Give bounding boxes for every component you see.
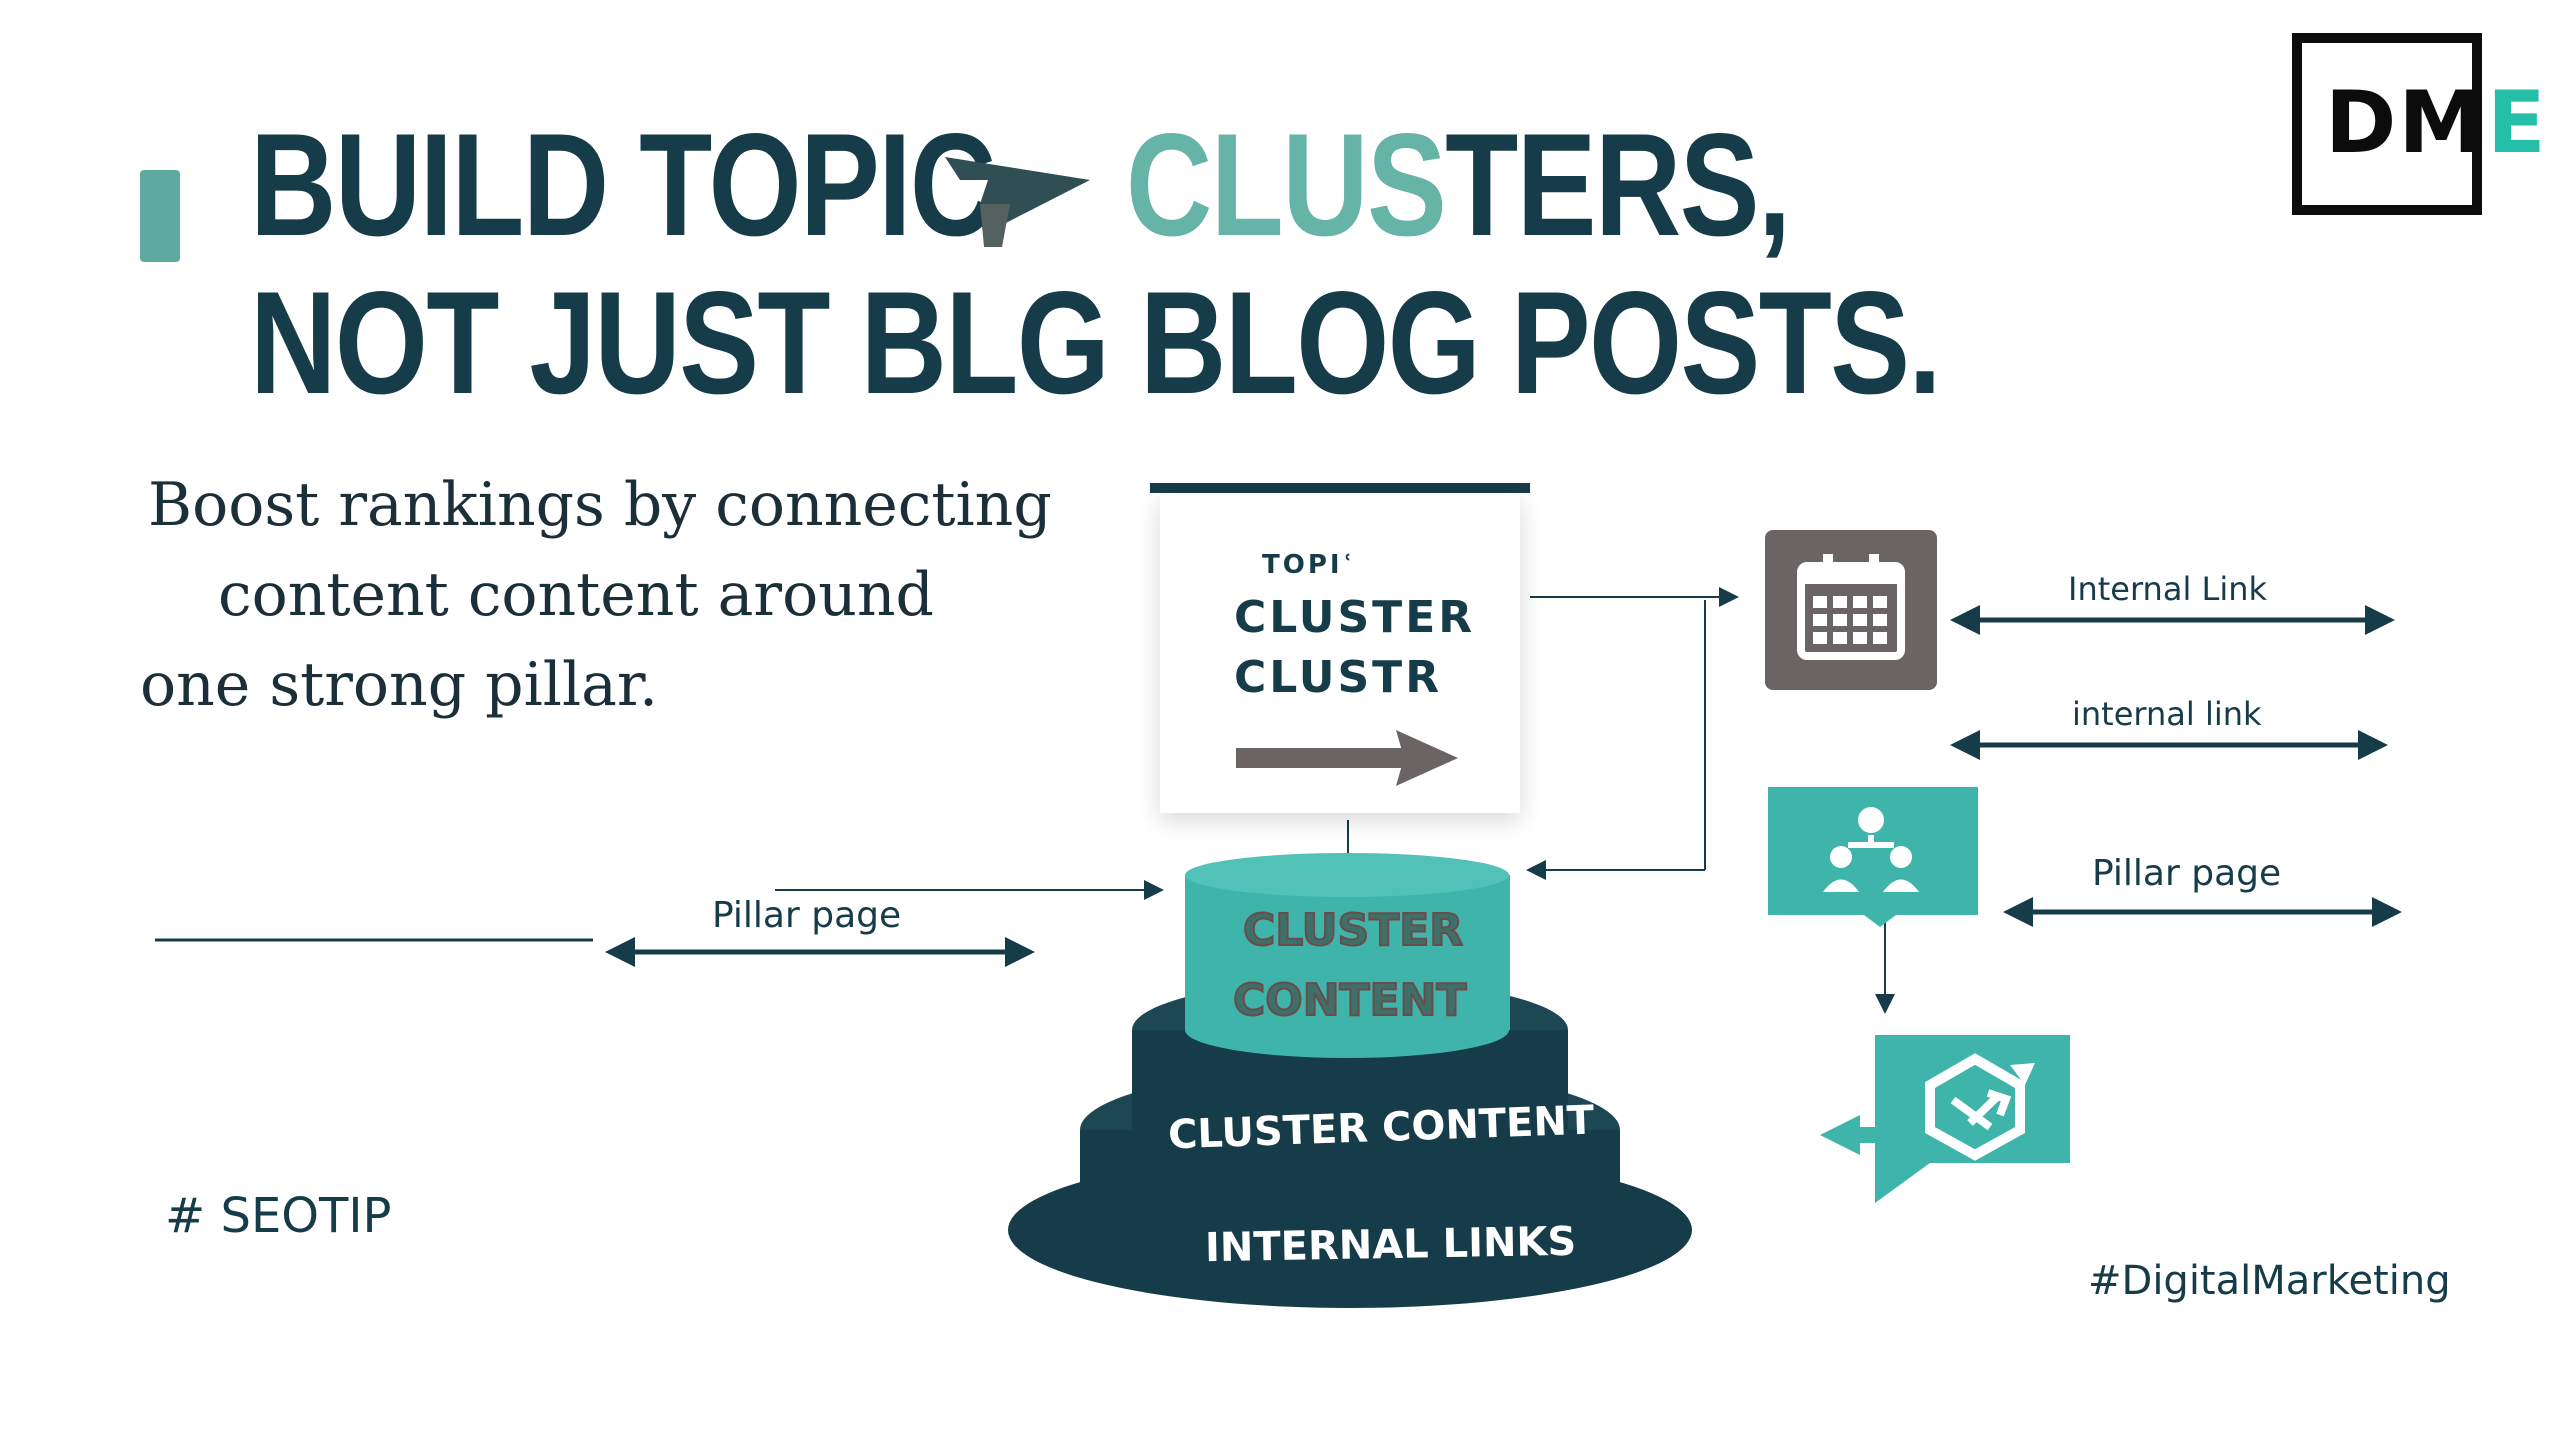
topic-card-small-label: TOPIʿ (1262, 550, 1356, 580)
headline-part-1: BUILD TOPIC (250, 103, 996, 266)
calendar-icon (1765, 530, 1937, 690)
refresh-share-icon (1820, 1035, 2070, 1203)
content-stack (1008, 853, 1692, 1308)
logo-accent-letter: E (2487, 73, 2546, 173)
headline-part-2: CLUS (1125, 103, 1447, 266)
right-pillar-page-label: Pillar page (2092, 853, 2282, 894)
subtitle: Boost rankings by connecting content con… (140, 460, 1052, 730)
hashtag-seotip: # SEOTIP (165, 1188, 392, 1244)
stack-bottom-label: INTERNAL LINKS (1204, 1218, 1577, 1272)
subtitle-line-1: Boost rankings by connecting (148, 470, 1052, 540)
logo-letters: DM (2325, 73, 2486, 173)
hashtag-digital-marketing: #DigitalMarketing (2088, 1258, 2451, 1304)
headline-line-2: NOT JUST BLG BLOG POSTS. (250, 261, 1942, 424)
stack-top-label-1: CLUSTER (1242, 904, 1464, 957)
internal-link-label-2: internal link (2072, 695, 2262, 733)
hierarchy-icon (1768, 787, 1978, 927)
topic-card-top-bar (1150, 483, 1530, 493)
logo-frame (2292, 33, 2482, 215)
headline-accent-bar (140, 170, 180, 262)
headline-part-3: TERS, (1445, 103, 1791, 266)
left-pillar-page-label: Pillar page (712, 895, 902, 936)
internal-link-label-1: Internal Link (2068, 570, 2268, 608)
topic-card-line-2: CLUSTR (1234, 652, 1443, 703)
arrow-right-icon (1236, 730, 1458, 786)
headline-arrow-icon (945, 157, 1090, 247)
subtitle-line-2: content content around (218, 560, 934, 630)
topic-card-line-1: CLUSTER (1234, 592, 1476, 643)
subtitle-line-3: one strong pillar. (140, 650, 659, 720)
stack-top-label-2: CONTENT (1232, 974, 1467, 1027)
